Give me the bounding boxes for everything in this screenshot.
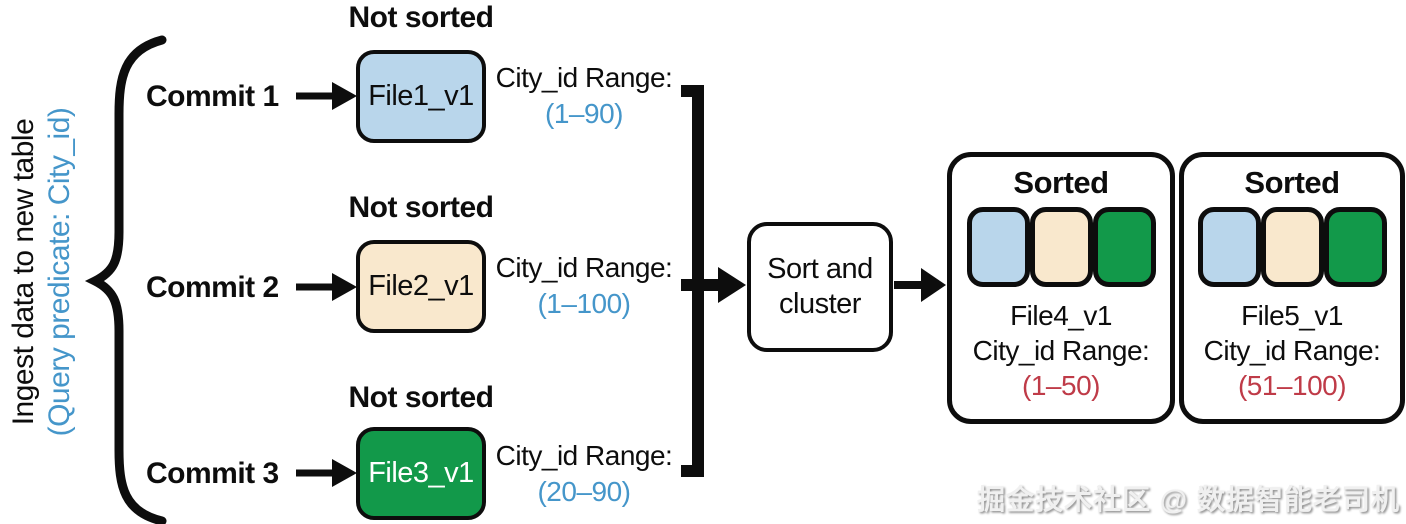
file4-swatch-blue bbox=[966, 207, 1030, 287]
process-to-output-arrow bbox=[894, 268, 946, 302]
commit-arrow-3 bbox=[296, 459, 357, 487]
file1-range-value: (1–90) bbox=[545, 98, 623, 129]
file5-swatch-green bbox=[1323, 207, 1387, 287]
file5-label: File5_v1 bbox=[1241, 300, 1343, 331]
commit-arrow-1 bbox=[296, 82, 357, 110]
ingest-label-line2: (Query predicate: City_id) bbox=[43, 107, 76, 437]
ingest-rotated-label: Ingest data to new table (Query predicat… bbox=[6, 42, 78, 502]
file1-range-block: City_id Range: (1–90) bbox=[488, 60, 680, 132]
process-label-line1: Sort and bbox=[767, 253, 873, 285]
sort-and-cluster-box: Sort and cluster bbox=[747, 222, 893, 352]
file3-box: File3_v1 bbox=[356, 427, 486, 520]
file2-range-value: (1–100) bbox=[537, 288, 631, 319]
not-sorted-label-3: Not sorted bbox=[348, 381, 495, 414]
file3-range-block: City_id Range: (20–90) bbox=[488, 438, 680, 510]
file5-range-label: City_id Range: bbox=[1203, 335, 1381, 366]
file4-range-value: (1–50) bbox=[1022, 370, 1100, 401]
file1-box: File1_v1 bbox=[356, 50, 486, 143]
file3-range-label: City_id Range: bbox=[495, 440, 673, 471]
file4-swatch-cream bbox=[1029, 207, 1093, 287]
file2-box: File2_v1 bbox=[356, 240, 486, 333]
sorted-file5-box: Sorted File5_v1 City_id Range: (51–100) bbox=[1179, 152, 1405, 424]
file4-swatch-green bbox=[1092, 207, 1156, 287]
file4-swatch-row bbox=[966, 207, 1156, 287]
sorted-title-1: Sorted bbox=[1013, 165, 1109, 200]
watermark-text: 掘金技术社区 @ 数据智能老司机 bbox=[977, 484, 1400, 515]
commit-2-label: Commit 2 bbox=[146, 271, 279, 304]
bracket-to-process-arrow bbox=[681, 267, 746, 303]
commit-arrow-2 bbox=[296, 273, 357, 301]
commit-3-label: Commit 3 bbox=[146, 457, 279, 490]
curly-brace bbox=[84, 35, 167, 524]
ingest-label-line1: Ingest data to new table bbox=[7, 118, 40, 426]
file2-label: File2_v1 bbox=[368, 270, 474, 302]
file4-range-label: City_id Range: bbox=[972, 335, 1150, 366]
file5-swatch-row bbox=[1197, 207, 1387, 287]
file5-range-value: (51–100) bbox=[1237, 370, 1347, 401]
file2-range-label: City_id Range: bbox=[495, 252, 673, 283]
file3-label: File3_v1 bbox=[368, 457, 474, 489]
process-label-line2: cluster bbox=[779, 288, 861, 320]
file5-swatch-blue bbox=[1197, 207, 1261, 287]
file4-label: File4_v1 bbox=[1010, 300, 1112, 331]
not-sorted-label-1: Not sorted bbox=[348, 1, 495, 34]
not-sorted-label-2: Not sorted bbox=[348, 191, 495, 224]
sorted-title-2: Sorted bbox=[1244, 165, 1340, 200]
file1-label: File1_v1 bbox=[368, 80, 474, 112]
file1-range-label: City_id Range: bbox=[495, 62, 673, 93]
commit-1-label: Commit 1 bbox=[146, 80, 279, 113]
file2-range-block: City_id Range: (1–100) bbox=[488, 250, 680, 322]
sorted-file4-box: Sorted File4_v1 City_id Range: (1–50) bbox=[947, 152, 1175, 424]
file3-range-value: (20–90) bbox=[537, 476, 631, 507]
file5-swatch-cream bbox=[1260, 207, 1324, 287]
